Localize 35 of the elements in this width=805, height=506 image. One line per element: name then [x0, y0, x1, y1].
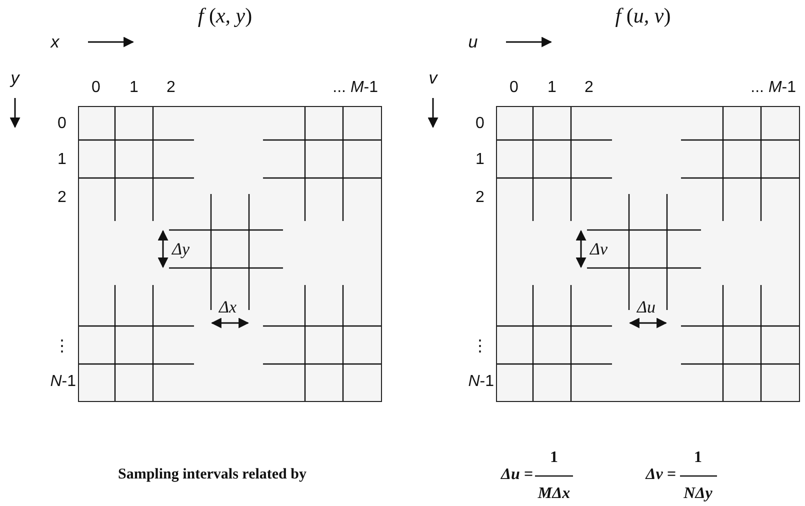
column-index: 0 — [510, 80, 518, 96]
formula-text: Δu = — [500, 467, 533, 483]
spacing-label: Δu — [637, 298, 656, 316]
axis-label: x — [50, 34, 60, 50]
function-label: f (x, y) — [198, 6, 252, 26]
axis-label: y — [10, 70, 20, 86]
function-label: f (u, v) — [615, 6, 671, 26]
row-index: ⋮ — [472, 339, 488, 355]
row-index: 0 — [58, 116, 66, 132]
row-index: 0 — [476, 116, 484, 132]
row-index: N-1 — [468, 374, 494, 390]
column-index: ... M-1 — [332, 80, 378, 96]
column-index: 0 — [92, 80, 100, 96]
column-index: 2 — [584, 80, 594, 96]
axis-label: v — [428, 70, 438, 86]
spacing-label: Δx — [219, 298, 237, 316]
numerator: 1 — [550, 450, 558, 466]
column-index: 2 — [166, 80, 176, 96]
denominator: MΔx — [538, 486, 570, 502]
formula-text: Δv = — [646, 467, 676, 483]
column-index: ... M-1 — [750, 80, 796, 96]
row-index: 2 — [58, 190, 66, 206]
row-index: 2 — [476, 190, 484, 206]
column-index: 1 — [130, 80, 138, 96]
row-index: 1 — [58, 152, 66, 168]
axis-label: u — [468, 34, 478, 50]
row-index: ⋮ — [54, 339, 70, 355]
denominator: NΔy — [684, 486, 712, 502]
row-index: 1 — [476, 152, 484, 168]
numerator: 1 — [694, 450, 702, 466]
spacing-label: Δy — [172, 240, 190, 258]
spacing-label: Δv — [590, 240, 608, 258]
row-index: N-1 — [50, 374, 76, 390]
caption-text: Sampling intervals related by — [118, 468, 306, 482]
column-index: 1 — [548, 80, 556, 96]
